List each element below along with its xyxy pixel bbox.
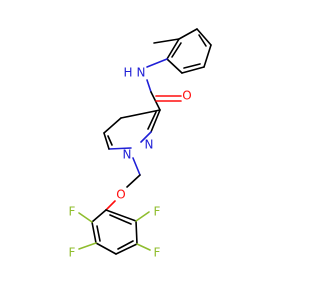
bond — [203, 44, 212, 68]
bond — [95, 242, 117, 255]
atom-label-f-meta-right: F — [154, 246, 161, 260]
bond — [183, 63, 201, 69]
atom-label-f-ortho-left: F — [69, 205, 76, 219]
bond — [171, 42, 182, 58]
bond — [103, 117, 122, 134]
bond — [136, 243, 151, 251]
amide-group — [146, 58, 182, 111]
bond — [109, 214, 132, 225]
bond — [146, 79, 152, 93]
bond — [166, 58, 183, 74]
bond — [120, 109, 161, 119]
bond — [132, 157, 141, 176]
atom-label-f-meta-left: F — [69, 246, 76, 260]
bond — [196, 28, 212, 46]
molecule-structure: N H O N N O F F F F — [69, 28, 212, 260]
bond — [105, 209, 137, 222]
bond — [115, 243, 138, 255]
bond — [198, 34, 207, 47]
bond — [107, 135, 113, 146]
bond — [103, 132, 110, 150]
bond — [91, 209, 107, 223]
bond — [181, 66, 205, 74]
bond — [147, 111, 157, 130]
atom-label-pyrazole-n2: N — [145, 138, 154, 152]
bond — [78, 242, 97, 250]
bond — [135, 211, 150, 222]
atom-label-ether-o: O — [116, 188, 125, 202]
bond — [117, 240, 134, 250]
bond — [153, 38, 180, 44]
pyrazole-ring — [103, 109, 161, 150]
bond — [178, 28, 198, 40]
tolyl-ring — [153, 28, 212, 74]
bond — [135, 220, 138, 245]
atom-label-f-ortho-right: F — [154, 205, 161, 219]
bond — [91, 221, 97, 244]
bond — [140, 131, 152, 143]
bond — [150, 109, 161, 133]
bond — [126, 174, 141, 188]
tetrafluorophenyl-ring — [78, 209, 151, 255]
atom-label-pyrazole-n1: N — [123, 148, 132, 162]
atom-label-amide-h: H — [123, 66, 132, 80]
bond — [166, 38, 180, 60]
bond — [105, 200, 116, 211]
bond — [108, 147, 132, 150]
bond — [96, 225, 101, 242]
bond — [78, 212, 93, 223]
bond — [146, 58, 168, 68]
methylene-ether — [105, 157, 141, 211]
atom-label-amide-n: N — [137, 66, 146, 80]
atom-label-carbonyl-o: O — [182, 89, 191, 103]
